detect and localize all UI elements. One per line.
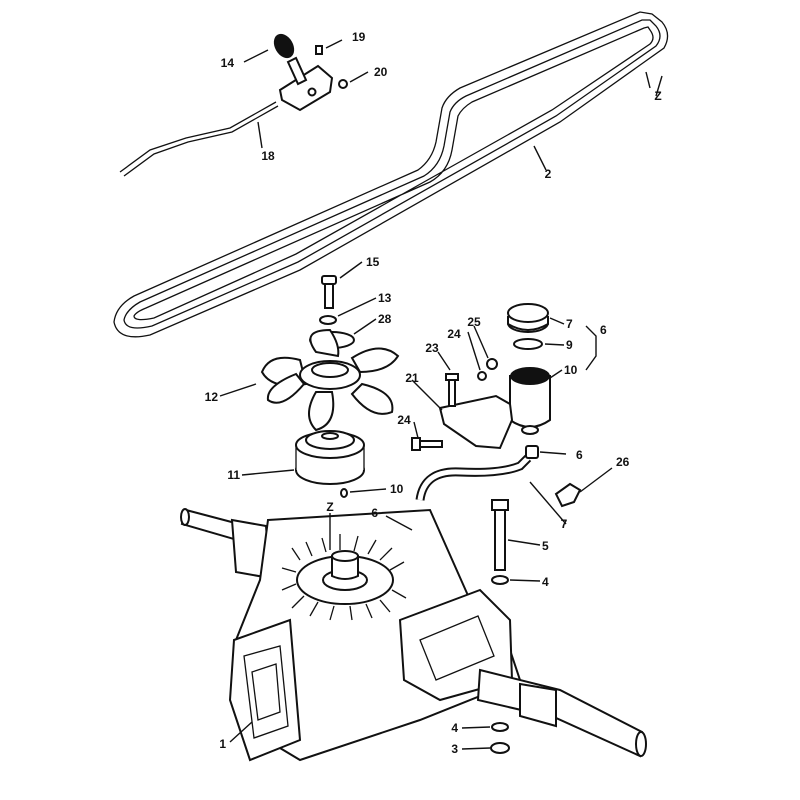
axis-mark-z-upper: Z [654,89,661,103]
fan-washer [319,315,337,325]
callout-11: 9 [566,338,573,352]
cooling-fan [260,328,400,432]
lower-washer [491,722,509,732]
callout-14: 11 [227,468,240,482]
callout-leaders [219,39,663,750]
callout-10: 7 [566,317,573,331]
callout-5: 5 [542,539,549,553]
cable-control-assembly [119,33,348,177]
callout-24-lower: 24 [397,413,411,427]
callout-3: 3 [451,742,458,756]
oil-reservoir [507,303,551,435]
bracket-washer [477,371,487,381]
callout-6-upper: 6 [576,448,583,462]
callout-21: 20 [374,65,388,79]
hose-clamp-upper [525,445,539,459]
drive-belt [113,11,669,338]
control-knob [273,33,295,59]
callout-6-lower: 6 [371,506,378,520]
transaxle-assembly [180,508,647,762]
callout-20: 19 [352,30,366,44]
callout-4-upper: 4 [542,575,549,589]
callout-17: 15 [366,255,380,269]
callout-2: 2 [545,167,552,181]
callout-1: 1 [219,737,226,751]
upper-washer [491,575,509,585]
callout-24-upper: 23 [425,341,439,355]
callout-labels: 14 19 20 18 2 15 13 28 12 11 10 7 9 6 10… [205,30,662,756]
bracket-bolt-upper [445,373,459,407]
callout-19: 18 [261,149,275,163]
callout-18: 14 [221,56,235,70]
callout-15: 12 [205,390,219,404]
spring-clip [554,482,582,508]
axle-nut [490,742,510,754]
callout-26: 25 [467,315,481,329]
axle-bolt [491,499,509,571]
fan-bolt [321,275,337,309]
callout-7: 7 [561,517,568,531]
callout-9: 6 [600,323,607,337]
reservoir-bracket [438,394,514,450]
pulley-key [340,488,348,498]
callout-4-lower: 4 [451,721,458,735]
callout-27: 26 [616,455,630,469]
callout-13: 10 [390,482,404,496]
callout-28: 28 [378,312,392,326]
bracket-nut [486,358,498,370]
callout-16: 13 [378,291,392,305]
axis-mark-z-lower: Z [326,500,333,514]
callout-12: 10 [564,363,578,377]
drive-pulley [295,430,365,485]
callout-25: 24 [447,327,461,341]
bracket-bolt-lower [411,437,443,451]
callout-23: 21 [405,371,419,385]
oil-hose [417,456,530,501]
